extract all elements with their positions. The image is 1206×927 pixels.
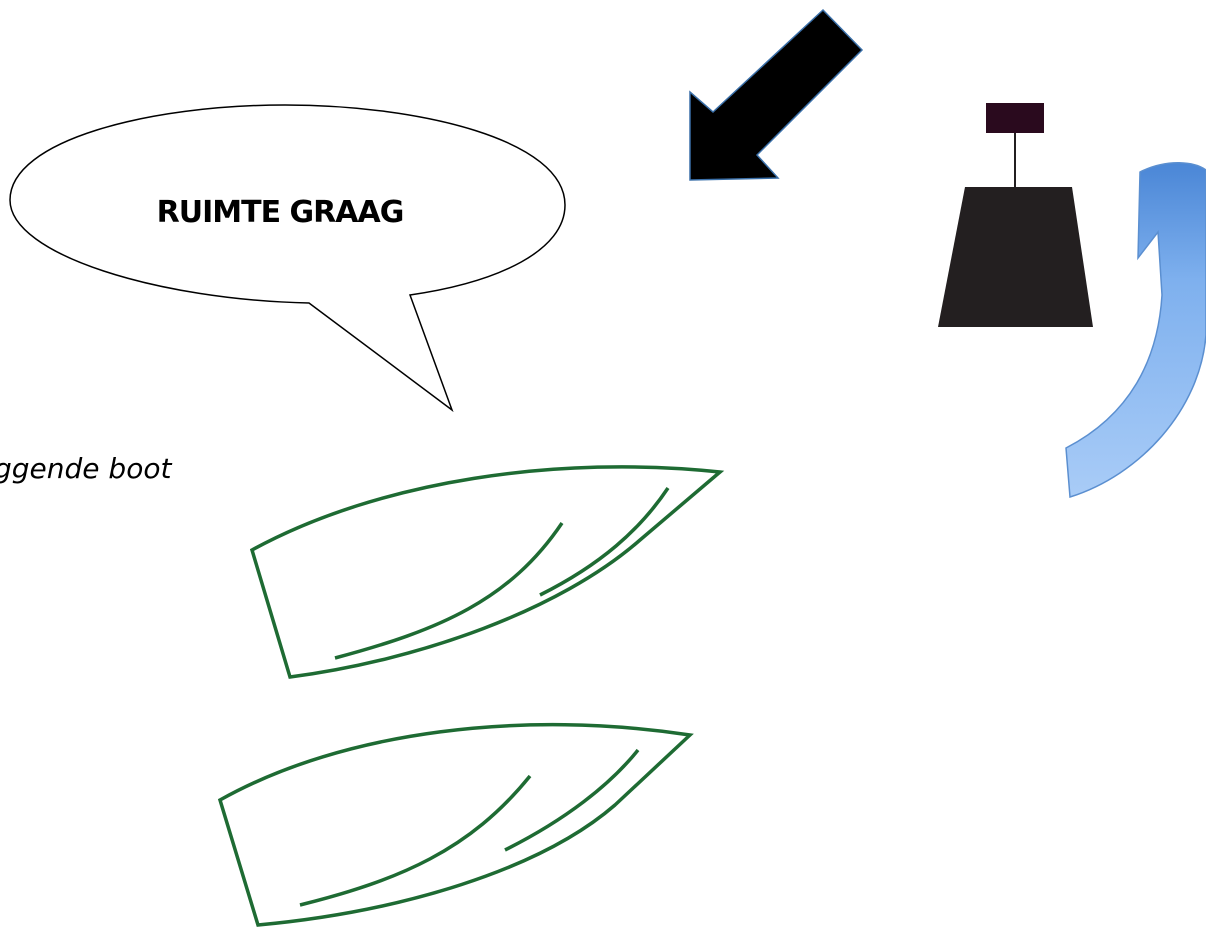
boat-upper-sail <box>334 522 564 660</box>
speech-bubble-text: RUIMTE GRAAG <box>157 195 404 230</box>
boat-upper <box>249 465 725 679</box>
speech-bubble: RUIMTE GRAAG <box>9 104 566 413</box>
buoy-mark-icon <box>938 103 1093 327</box>
boat-caption: ggende boot <box>0 452 172 485</box>
rounding-direction-arrow-icon <box>1065 162 1206 498</box>
boat-lower-sail <box>299 774 532 907</box>
mark-flag <box>986 103 1044 133</box>
boat-upper-hull <box>249 465 725 679</box>
boat-lower-sail-2 <box>504 748 640 852</box>
mark-body <box>938 187 1093 327</box>
boat-lower-hull <box>217 722 694 927</box>
boat-upper-sail-2 <box>539 487 670 597</box>
boat-lower <box>217 722 694 927</box>
wind-arrow-icon <box>689 8 864 181</box>
